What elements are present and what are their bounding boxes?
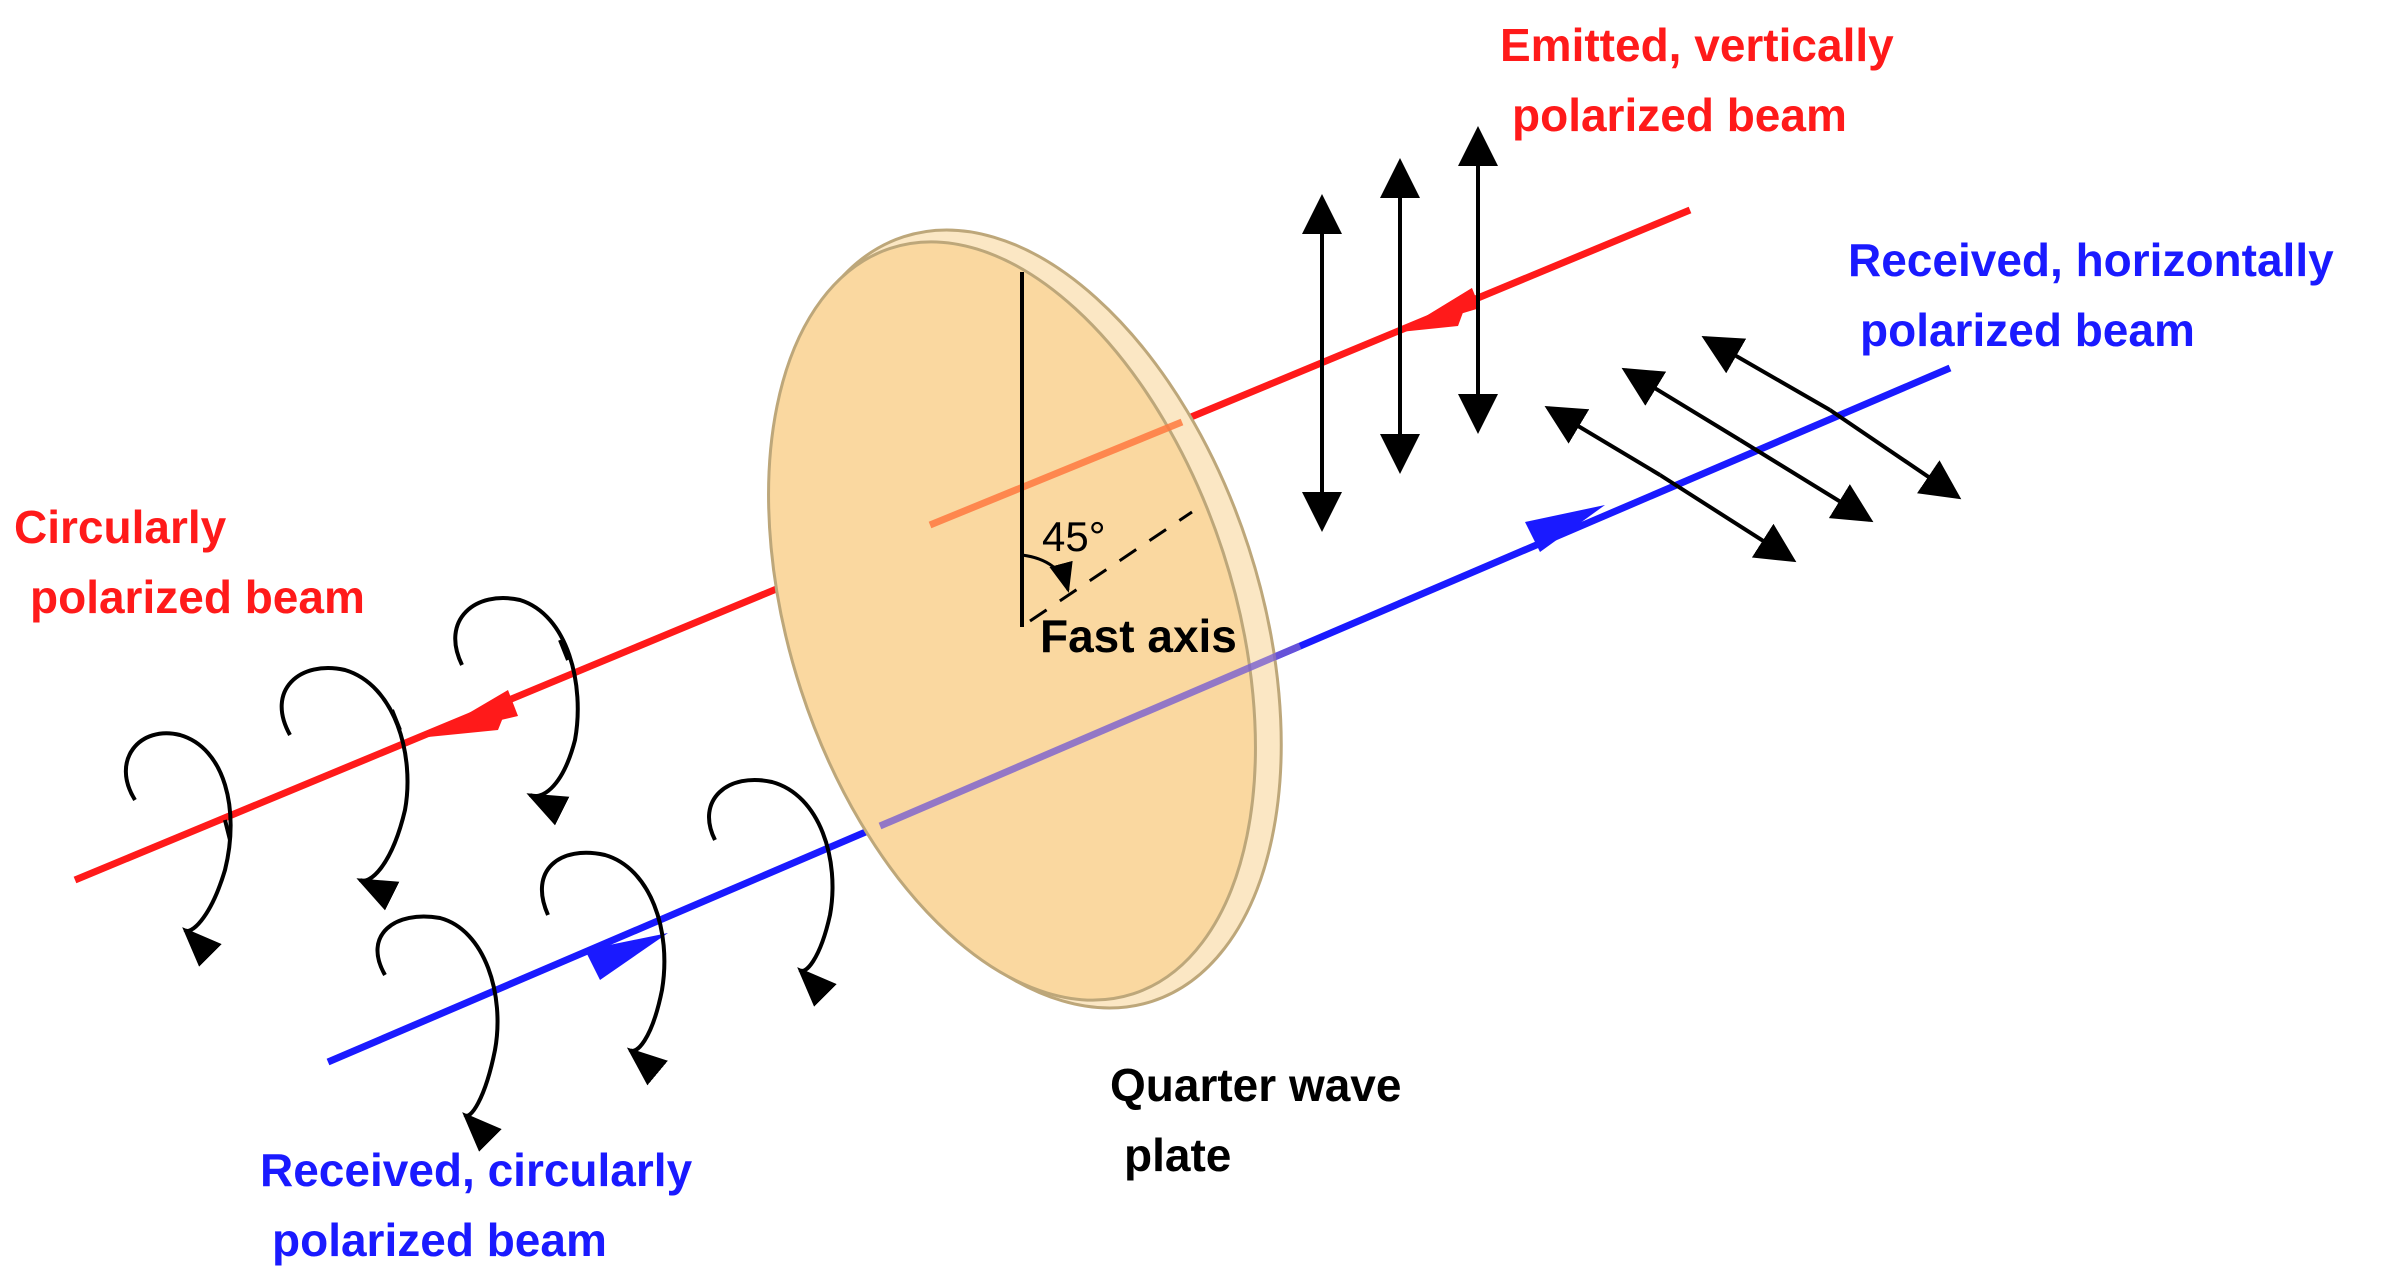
quarter-wave-plate-label: Quarter wave plate (1110, 1050, 1401, 1190)
circular-polarization-spirals-emitted (123, 596, 580, 967)
angle-label-text: 45° (1042, 513, 1106, 560)
circular-beam-label: Circularly polarized beam (14, 492, 365, 632)
quarter-wave-plate (767, 228, 1283, 1010)
received-circular-label: Received, circularly polarized beam (260, 1135, 692, 1275)
circular-beam-label-line1: Circularly (14, 501, 227, 553)
quarter-wave-plate-label-line2: plate (1124, 1129, 1232, 1181)
circular-beam-label-line2: polarized beam (30, 571, 365, 623)
received-circular-label-line1: Received, circularly (260, 1144, 693, 1196)
horizontal-polarization-arrows (1544, 336, 1962, 563)
emitted-beam-arrowheads (428, 288, 1480, 737)
emitted-beam-label-line1: Emitted, vertically (1500, 19, 1894, 71)
received-horizontal-label: Received, horizontally polarized beam (1848, 225, 2334, 365)
fast-axis-marking (1020, 272, 1193, 627)
fast-axis-label: Fast axis (1040, 608, 1237, 664)
angle-label: 45° (1042, 514, 1106, 560)
fast-axis-label-text: Fast axis (1040, 610, 1237, 662)
circular-polarization-spirals-received (375, 778, 837, 1152)
received-horizontal-label-line1: Received, horizontally (1848, 234, 2334, 286)
vertical-polarization-arrows (1302, 126, 1498, 532)
received-beam-arrowheads (585, 505, 1605, 980)
emitted-beam-label-line2: polarized beam (1512, 89, 1847, 141)
emitted-beam-label: Emitted, vertically polarized beam (1500, 10, 1894, 150)
received-circular-label-line2: polarized beam (272, 1214, 607, 1266)
received-horizontal-label-line2: polarized beam (1860, 304, 2195, 356)
quarter-wave-plate-label-line1: Quarter wave (1110, 1059, 1402, 1111)
